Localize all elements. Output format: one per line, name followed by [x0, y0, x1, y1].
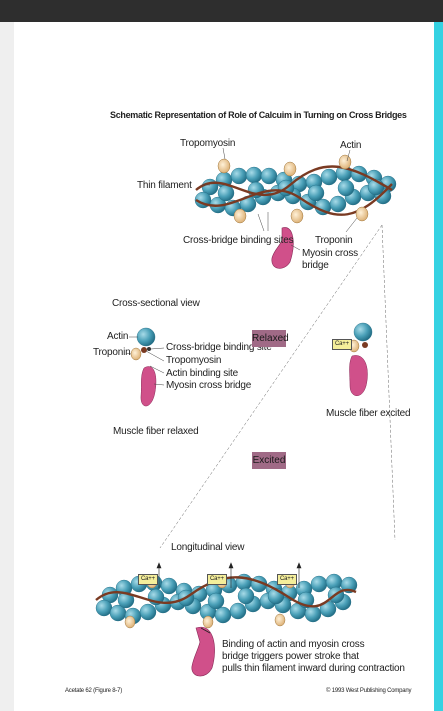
label-actin: Actin — [340, 140, 361, 151]
label-myosin-cross-bridge: Myosin cross bridge — [302, 248, 358, 272]
ca-badge-excited: Ca++ — [332, 339, 352, 350]
page-title: Schematic Representation of Role of Calc… — [110, 110, 407, 121]
myosin-head-top — [272, 227, 293, 268]
cs-label-actin: Actin — [107, 331, 128, 342]
cross-sectional-heading: Cross-sectional view — [112, 298, 200, 309]
label-troponin: Troponin — [315, 235, 353, 246]
ca-badge-3: Ca++ — [277, 574, 297, 585]
longitudinal-caption: Binding of actin and myosin cross bridge… — [222, 639, 405, 675]
label-cross-bridge-binding-sites: Cross-bridge binding sites — [183, 235, 293, 246]
cs-label-tropomyosin: Tropomyosin — [166, 355, 221, 366]
ca-badge-1: Ca++ — [138, 574, 158, 585]
cross-section-excited — [346, 323, 372, 396]
longitudinal-heading: Longitudinal view — [171, 542, 244, 553]
myosin-head-bottom — [192, 627, 215, 676]
label-tropomyosin: Tropomyosin — [180, 138, 235, 149]
caption-muscle-relaxed: Muscle fiber relaxed — [113, 426, 198, 437]
cs-label-myosin: Myosin cross bridge — [166, 380, 251, 391]
excited-state-box: Excited — [252, 452, 286, 469]
footer-left: Acetate 62 (Figure 8-7) — [65, 688, 122, 695]
cs-label-actin-binding-site: Actin binding site — [166, 368, 238, 379]
thin-filament-bottom — [96, 563, 357, 628]
footer-right: © 1993 West Publishing Company — [326, 688, 411, 695]
caption-muscle-excited: Muscle fiber excited — [326, 408, 410, 419]
ca-badge-2: Ca++ — [207, 574, 227, 585]
thin-filament-top — [195, 155, 396, 223]
label-thin-filament: Thin filament — [137, 180, 192, 191]
cs-label-troponin: Troponin — [93, 347, 131, 358]
relaxed-state-box: Relaxed — [252, 330, 286, 347]
